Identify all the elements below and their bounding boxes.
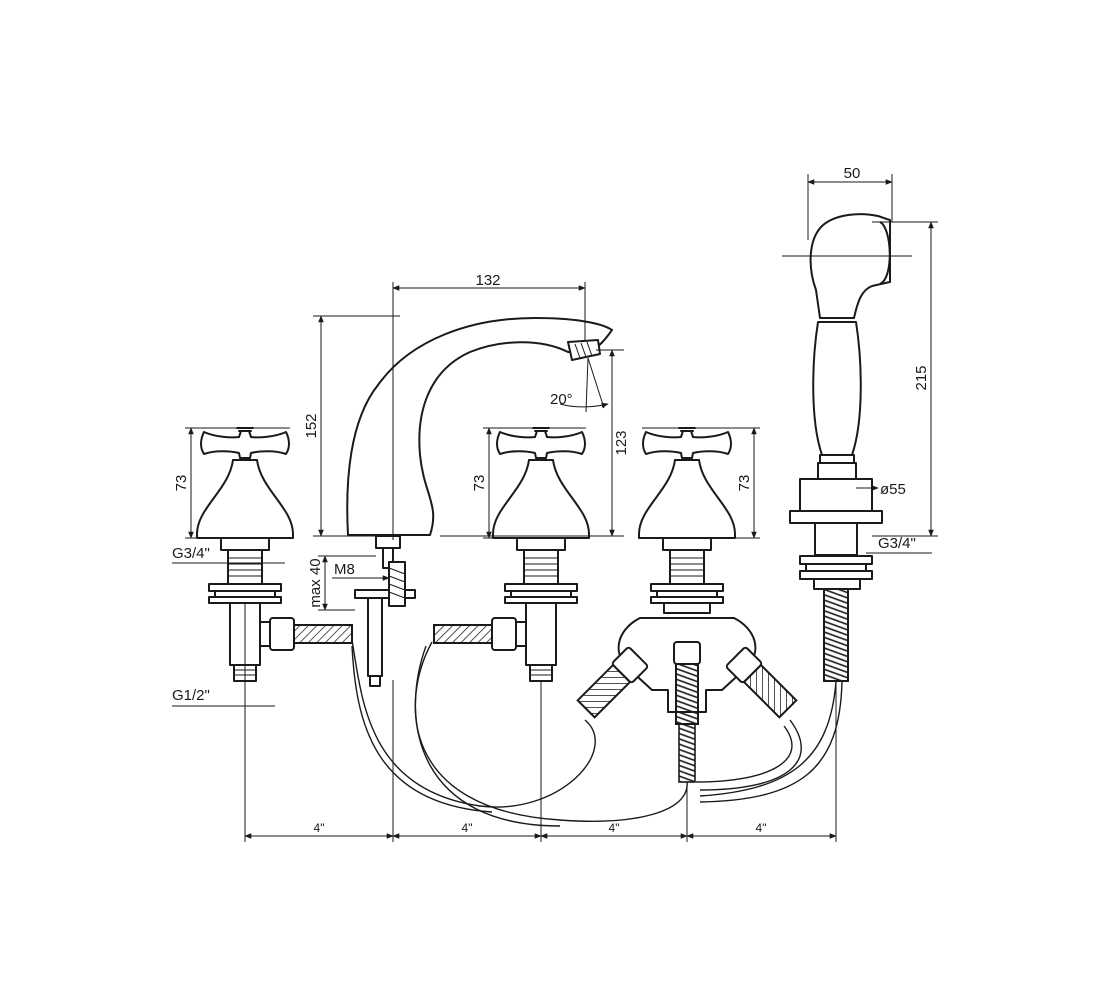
spout-reach-label: 132 bbox=[475, 272, 500, 289]
hand-shower bbox=[789, 213, 891, 682]
deck-thickness-label: max 40 bbox=[307, 558, 324, 607]
spacing-label-1: 4" bbox=[314, 821, 325, 835]
shower-height-label: 215 bbox=[913, 365, 930, 390]
spacing-label-3: 4" bbox=[609, 821, 620, 835]
diverter-valve bbox=[576, 427, 798, 783]
spout-height-label: 152 bbox=[303, 413, 320, 438]
left-thread-label: G3/4" bbox=[172, 545, 210, 562]
left-outlet-thread-label: G1/2" bbox=[172, 687, 210, 704]
middle-cross-handle-valve bbox=[433, 427, 590, 682]
left-cross-handle-valve bbox=[196, 427, 353, 682]
spout-stud-label: M8 bbox=[334, 561, 355, 578]
supply-hoses bbox=[351, 639, 843, 827]
middle-handle-height-label: 73 bbox=[471, 475, 488, 492]
shower-head-width-label: 50 bbox=[844, 165, 861, 182]
shower-holder-diameter-label: ø55 bbox=[880, 481, 906, 498]
spout-angle-label: 20° bbox=[550, 391, 573, 408]
spout bbox=[346, 317, 613, 687]
dimension-lines bbox=[172, 174, 938, 842]
shower-thread-label: G3/4" bbox=[878, 535, 916, 552]
left-handle-height-label: 73 bbox=[173, 475, 190, 492]
spacing-label-4: 4" bbox=[756, 821, 767, 835]
spout-outlet-height-label: 123 bbox=[613, 430, 630, 455]
right-handle-height-label: 73 bbox=[736, 475, 753, 492]
spacing-label-2: 4" bbox=[462, 821, 473, 835]
